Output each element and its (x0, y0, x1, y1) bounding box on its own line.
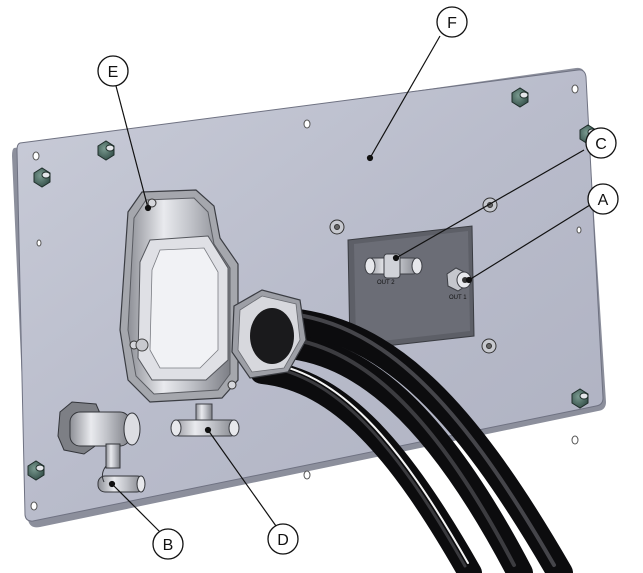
callout-b-label: B (163, 537, 174, 554)
cable-gland-housing (119, 189, 239, 403)
plate-holes (30, 84, 582, 511)
nut-top-left (97, 140, 115, 161)
callout-a-label: A (598, 192, 609, 209)
leader-e-dot (144, 204, 152, 212)
gland-hex-nut (231, 289, 307, 379)
leader-d-dot (204, 426, 212, 434)
leader-f-dot (366, 154, 374, 162)
mounting-plate (12, 67, 606, 528)
callout-d: D (267, 523, 299, 555)
leader-a-dot (465, 276, 473, 284)
leader-e (115, 85, 149, 209)
callout-a: A (587, 183, 619, 215)
leader-b (111, 483, 161, 533)
out1-fitting: OUT 1 (446, 267, 472, 301)
out1-label: OUT 1 (449, 295, 467, 301)
out2-label: OUT 2 (377, 280, 395, 286)
callout-b: B (152, 528, 184, 560)
nut-right-lower (571, 388, 589, 409)
nut-bottom-left (27, 460, 45, 481)
nut-top-right (511, 87, 529, 108)
leader-f (369, 35, 441, 159)
callout-e-label: E (108, 64, 119, 81)
leader-b-dot (108, 480, 116, 488)
callout-c: C (585, 127, 617, 159)
bulkhead-fitting (57, 401, 146, 493)
leader-a (468, 204, 591, 281)
callout-f-label: F (447, 15, 457, 32)
gland-tee-fitting (170, 403, 240, 437)
leader-d (207, 429, 277, 527)
callout-d-label: D (277, 532, 289, 549)
leader-c-dot (392, 254, 400, 262)
leader-c (395, 149, 585, 259)
nut-left-mid (33, 167, 51, 188)
callout-e: E (97, 55, 129, 87)
callout-f: F (436, 6, 468, 38)
leader-lines (108, 35, 591, 533)
callout-c-label: C (595, 136, 607, 153)
